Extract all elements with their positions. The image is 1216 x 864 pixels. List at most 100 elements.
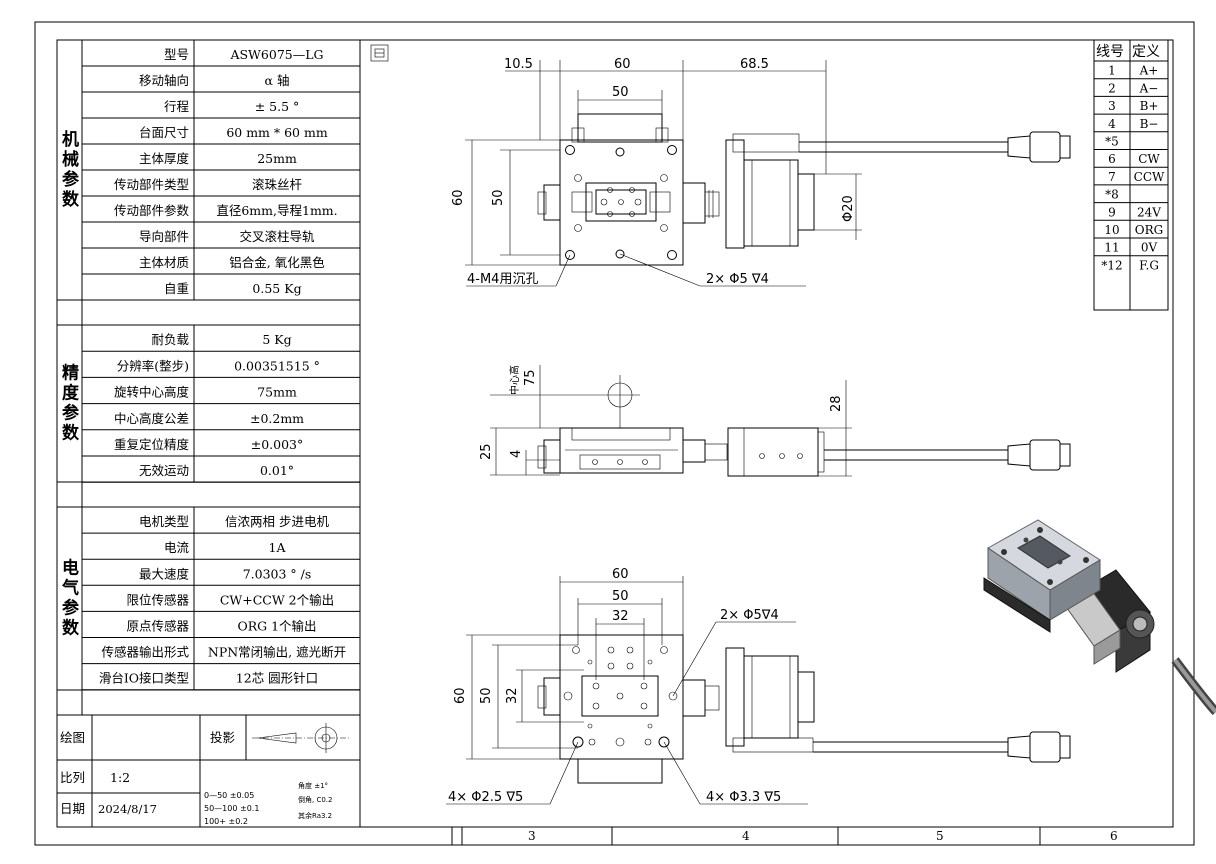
pin-no-4: *5 [1105, 135, 1119, 149]
pin-def-3: B− [1140, 117, 1159, 131]
isometric-product-render [983, 519, 1216, 716]
electrical-label-2: 最大速度 [139, 566, 190, 581]
mechanical-value-7: 交叉滚柱导轨 [239, 229, 315, 244]
pin-def-1: A− [1139, 81, 1159, 95]
date-label: 日期 [60, 801, 85, 816]
mechanical-label-9: 自重 [164, 281, 189, 296]
top-callout-m4: 4-M4用沉孔 [467, 272, 538, 287]
pin-no-6: 7 [1108, 170, 1116, 184]
pin-def-0: A+ [1139, 64, 1159, 78]
zone-label-4: 4 [742, 829, 750, 843]
pin-no-0: 1 [1108, 64, 1116, 78]
top-dim-50: 50 [612, 85, 629, 100]
zone-label-6: 6 [1110, 829, 1118, 843]
pin-no-8: 9 [1108, 205, 1116, 219]
bottom-view: 60 50 32 60 50 32 2× Φ5∇4 4× Φ2.5 ∇5 4× … [446, 567, 1071, 805]
tolerance-0: 0—50 ±0.05 [204, 791, 254, 800]
mechanical-value-8: 铝合金, 氧化黑色 [229, 255, 325, 270]
electrical-label-0: 电机类型 [139, 514, 189, 529]
scale-label: 比列 [60, 770, 85, 785]
precision-label-5: 无效运动 [139, 463, 189, 478]
projection-label: 投影 [210, 730, 236, 745]
electrical-section-label: 电气参数 [61, 557, 80, 638]
pin-no-2: 3 [1108, 99, 1116, 113]
pin-def-9: ORG [1135, 223, 1163, 237]
bottom-callout-3-3: 4× Φ3.3 ∇5 [706, 790, 781, 805]
view-toggle-icon[interactable] [370, 44, 389, 62]
precision-label-4: 重复定位精度 [114, 437, 190, 452]
pin-no-9: 10 [1104, 223, 1119, 237]
side-dim-4: 4 [509, 450, 524, 458]
pin-no-5: 6 [1108, 152, 1116, 166]
note-2: 其余Ra3.2 [298, 811, 332, 820]
inner-frame [56, 39, 1174, 828]
mechanical-label-1: 移动轴向 [139, 73, 189, 88]
mechanical-label-8: 主体材质 [139, 255, 189, 270]
top-dim-68-5: 68.5 [740, 57, 769, 72]
mechanical-label-6: 传动部件参数 [114, 203, 190, 218]
electrical-label-6: 滑台IO接口类型 [99, 671, 189, 686]
electrical-label-1: 电流 [164, 540, 190, 555]
electrical-value-1: 1A [269, 540, 287, 555]
note-0: 角度 ±1° [298, 781, 328, 790]
pin-def-8: 24V [1137, 205, 1161, 219]
top-dim-phi20: Φ20 [841, 195, 856, 222]
date-value: 2024/8/17 [98, 802, 157, 816]
pin-no-11: *12 [1101, 258, 1122, 272]
pin-def-10: 0V [1141, 241, 1158, 255]
tolerance-1: 50—100 ±0.1 [204, 804, 259, 813]
electrical-value-2: 7.0303 ° /s [243, 566, 312, 581]
side-dim-28: 28 [829, 395, 844, 412]
bottom-dim-32: 32 [612, 609, 629, 624]
electrical-value-5: NPN常闭输出, 遮光断开 [208, 645, 346, 660]
top-dim-10-5: 10.5 [504, 57, 533, 72]
precision-value-3: ±0.2mm [250, 411, 304, 426]
precision-value-2: 75mm [257, 385, 297, 400]
electrical-value-0: 信浓两相 步进电机 [225, 514, 329, 529]
precision-value-1: 0.00351515 ° [234, 358, 320, 373]
note-1: 倒角, C0.2 [298, 795, 332, 804]
mechanical-value-4: 25mm [257, 151, 297, 166]
bottom-dim-v50: 50 [479, 687, 494, 704]
mechanical-value-3: 60 mm * 60 mm [226, 125, 328, 140]
bottom-callout-5: 2× Φ5∇4 [720, 608, 779, 623]
outer-frame [34, 21, 1195, 846]
side-view: 中心高 75 25 4 28 [479, 365, 1071, 477]
title-block: 绘图 投影 比列 1:2 日期 2024/8/17 0—50 ±0.05 50—… [57, 715, 360, 827]
pin-no-7: *8 [1105, 188, 1119, 202]
top-dim-v60: 60 [451, 189, 466, 206]
zone-label-3: 3 [528, 829, 536, 843]
electrical-label-5: 传感器输出形式 [101, 645, 189, 660]
mechanical-value-0: ASW6075—LG [229, 47, 323, 62]
mechanical-label-2: 行程 [164, 99, 190, 114]
side-center-label: 中心高 [508, 365, 521, 395]
top-dim-v50: 50 [491, 189, 506, 206]
bottom-dim-v32: 32 [505, 687, 520, 704]
top-dim-60: 60 [614, 57, 631, 72]
bottom-dim-60: 60 [612, 567, 629, 582]
pin-def-6: CCW [1134, 170, 1165, 184]
pin-def-5: CW [1138, 152, 1160, 166]
mechanical-value-6: 直径6mm,导程1mm. [216, 203, 337, 218]
pin-no-10: 11 [1104, 241, 1119, 255]
precision-label-0: 耐负载 [151, 332, 189, 347]
pin-def-11: F.G [1139, 258, 1159, 272]
scale-value: 1:2 [110, 770, 130, 785]
pin-no-1: 2 [1108, 81, 1116, 95]
mechanical-value-9: 0.55 Kg [252, 281, 301, 296]
precision-section-label: 精度参数 [62, 363, 80, 444]
top-view: 10.5 60 68.5 50 60 50 Φ20 4-M4用沉孔 2× Φ5 … [451, 57, 1071, 287]
pin-no-3: 4 [1108, 117, 1116, 131]
pin-def-2: B+ [1140, 99, 1159, 113]
precision-label-3: 中心高度公差 [114, 411, 189, 426]
mechanical-value-1: α 轴 [265, 73, 290, 88]
electrical-value-4: ORG 1个输出 [237, 619, 316, 634]
electrical-label-3: 限位传感器 [126, 592, 189, 607]
mechanical-label-5: 传动部件类型 [114, 177, 189, 192]
precision-label-1: 分辨率(整步) [117, 358, 189, 373]
electrical-value-3: CW+CCW 2个输出 [220, 592, 334, 607]
mechanical-label-7: 导向部件 [139, 229, 189, 244]
mechanical-label-3: 台面尺寸 [139, 125, 189, 140]
